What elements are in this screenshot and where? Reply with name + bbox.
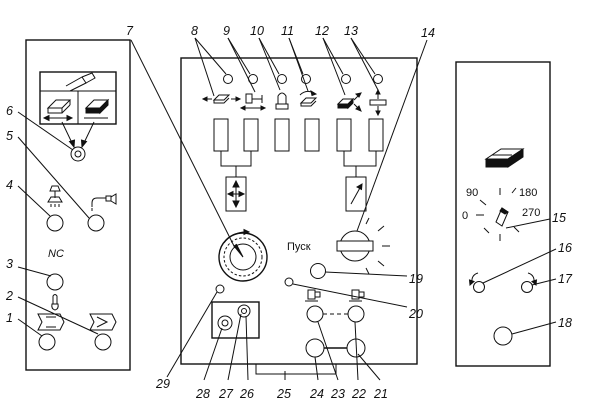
clamp-pictogram-icon [275, 92, 289, 110]
main-control-panel: Пуск [180, 57, 418, 375]
callout-numbers: 1 2 3 4 5 6 7 8 9 10 11 12 13 14 15 16 1… [5, 24, 573, 401]
button-19[interactable] [310, 263, 326, 279]
socket-28[interactable] [217, 315, 233, 331]
callout-24: 24 [309, 387, 324, 401]
table-feed-pictogram-icon [201, 94, 242, 104]
program-single-icon [37, 313, 65, 331]
single-step-button[interactable] [38, 333, 56, 351]
spindle-left-icon [305, 289, 321, 302]
hand-icon [51, 294, 59, 311]
button-23[interactable] [306, 305, 324, 323]
callout-14: 14 [421, 26, 435, 40]
callout-16: 16 [558, 241, 572, 255]
callout-26: 26 [239, 387, 254, 401]
button-18[interactable] [493, 326, 513, 346]
spindle-right-icon [349, 289, 365, 302]
callout-13: 13 [344, 24, 358, 38]
callout-15: 15 [552, 211, 566, 225]
left-control-panel: NC [25, 39, 131, 371]
callout-3: 3 [6, 257, 13, 271]
dial-90-label: 90 [466, 187, 478, 199]
button-24[interactable] [305, 338, 325, 358]
spindle-feed-pictogram-icon [239, 93, 267, 111]
callout-18: 18 [558, 316, 572, 330]
callout-28: 28 [195, 387, 210, 401]
callout-9: 9 [223, 24, 230, 38]
lamp-button[interactable] [46, 214, 64, 232]
feed-left-pictogram-icon [42, 99, 74, 122]
nc-label: NC [48, 248, 64, 260]
callout-11: 11 [281, 24, 294, 38]
callout-21: 21 [373, 387, 388, 401]
callout-29: 29 [155, 377, 170, 391]
dial-270-label: 270 [522, 207, 540, 219]
indicator-lamp-20 [284, 277, 294, 287]
indicator-lamp-13 [373, 74, 383, 84]
lamp-icon [47, 185, 63, 207]
indicator-lamp-12 [341, 74, 351, 84]
rotate-cw-button[interactable] [521, 281, 533, 293]
dial-180-label: 180 [519, 187, 537, 199]
switch-13[interactable] [368, 118, 384, 152]
button-22[interactable] [347, 305, 365, 323]
callout-10: 10 [250, 24, 264, 38]
cutter-pictogram-icon [65, 72, 96, 92]
callout-20: 20 [408, 307, 423, 321]
right-control-panel: 90 180 0 270 [455, 61, 551, 367]
callout-19: 19 [409, 272, 423, 286]
indicator-lamp-11 [301, 74, 311, 84]
callout-2: 2 [5, 289, 13, 303]
lift-table-pictogram-icon [336, 92, 362, 112]
rotary-table-dial[interactable] [476, 187, 520, 241]
rotate-table-pictogram-icon [299, 89, 318, 107]
start-switch[interactable] [336, 217, 390, 275]
callout-1: 1 [6, 311, 13, 325]
vertical-feed-pictogram-icon [369, 88, 387, 117]
left-feed-joystick[interactable] [225, 176, 247, 212]
mode-selector-knob[interactable] [70, 146, 86, 162]
dial-0-label: 0 [462, 210, 468, 222]
callout-5: 5 [6, 129, 13, 143]
leader-lines [17, 37, 557, 381]
coolant-button[interactable] [87, 214, 105, 232]
callout-27: 27 [218, 387, 234, 401]
right-feed-joystick[interactable] [345, 176, 367, 212]
switch-8[interactable] [213, 118, 229, 152]
indicator-lamp-10 [277, 74, 287, 84]
switch-10[interactable] [274, 118, 290, 152]
start-label: Пуск [287, 241, 311, 253]
socket-block [211, 301, 260, 339]
indicator-lamp-29 [215, 284, 225, 294]
switch-11[interactable] [304, 118, 320, 152]
feed-right-pictogram-icon [84, 98, 110, 119]
machine-pictogram-icon [484, 148, 525, 168]
rotate-ccw-button[interactable] [473, 281, 485, 293]
callout-6: 6 [6, 104, 13, 118]
auto-cycle-button[interactable] [94, 333, 112, 351]
callout-12: 12 [315, 24, 329, 38]
panel-base-plate [255, 363, 337, 375]
nc-button[interactable] [46, 273, 64, 291]
callout-25: 25 [276, 387, 291, 401]
callout-8: 8 [191, 24, 198, 38]
coolant-tap-icon [91, 193, 117, 211]
switch-12[interactable] [336, 118, 352, 152]
callout-23: 23 [330, 387, 345, 401]
socket-27[interactable] [237, 304, 251, 318]
callout-7: 7 [126, 24, 134, 38]
program-auto-icon [89, 313, 117, 331]
switch-9[interactable] [243, 118, 259, 152]
callout-22: 22 [351, 387, 366, 401]
spindle-speed-dial[interactable] [218, 228, 268, 282]
indicator-lamp-8 [223, 74, 233, 84]
callout-17: 17 [558, 272, 573, 286]
callout-4: 4 [6, 178, 13, 192]
